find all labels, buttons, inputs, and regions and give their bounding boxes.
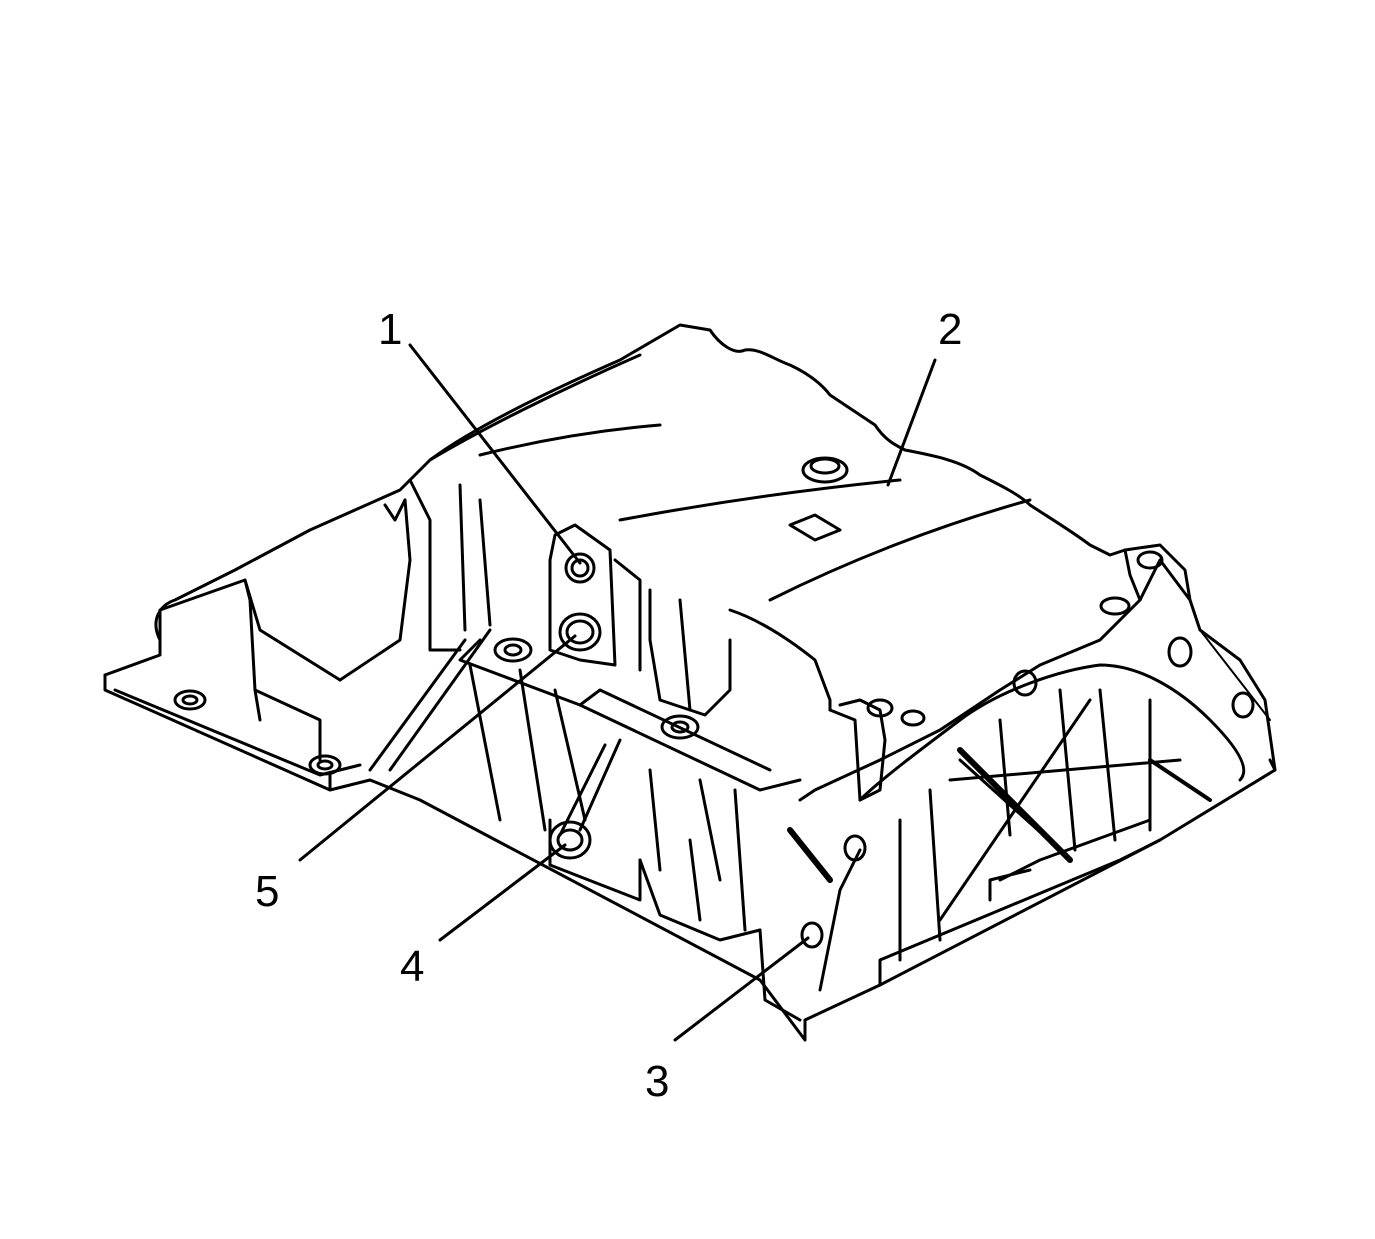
callout-label-3: 3 <box>645 1057 670 1106</box>
callout-leaders <box>298 343 937 1042</box>
callout-label-4: 4 <box>400 942 425 991</box>
leader-4 <box>438 843 567 942</box>
oil-pan-flange <box>103 673 1277 1042</box>
callout-label-5: 5 <box>255 867 280 916</box>
leader-2 <box>886 358 937 487</box>
rear-face <box>798 558 1277 802</box>
leader-5 <box>298 634 577 862</box>
port-5 <box>558 612 602 652</box>
plug-port-1 <box>564 552 596 584</box>
callout-label-1: 1 <box>378 305 403 354</box>
leader-3 <box>673 936 810 1042</box>
callout-label-2: 2 <box>938 305 963 354</box>
leader-1 <box>408 343 582 565</box>
oil-pan-body-outline <box>154 323 1127 642</box>
drain-boss <box>801 456 849 484</box>
port-3 <box>800 921 824 949</box>
